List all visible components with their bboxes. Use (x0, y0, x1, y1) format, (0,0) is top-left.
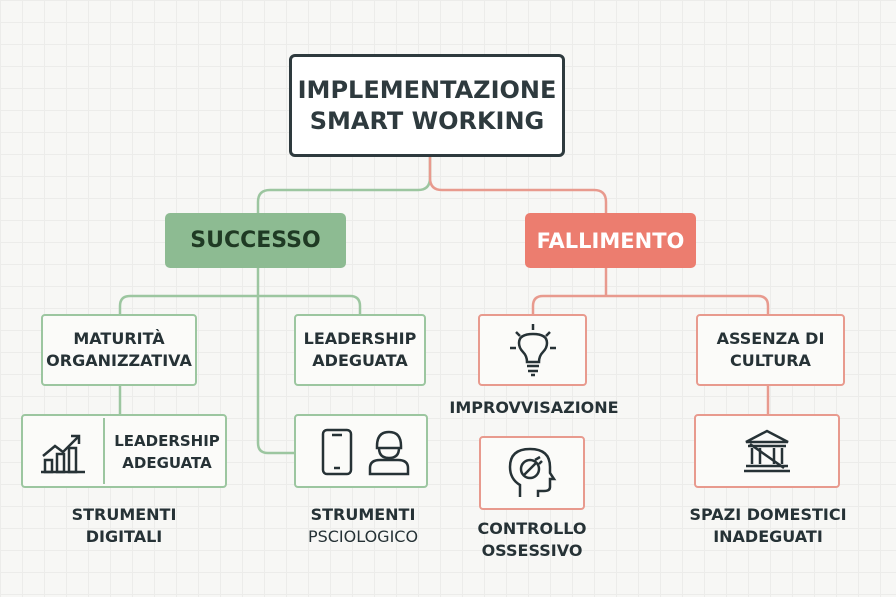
failure-title: FALLIMENTO (536, 228, 685, 253)
control-label-line1: CONTROLLO (477, 519, 587, 538)
failure-node: FALLIMENTO (525, 213, 696, 268)
culture-line2: CULTURA (730, 351, 811, 370)
psych-label-line1: STRUMENTI (310, 505, 416, 524)
improvisation-label: IMPROVVISAZIONE (449, 398, 619, 417)
control-label-line2: OSSESSIVO (481, 541, 583, 560)
connector-root-success (256, 157, 432, 213)
leadership-line2: ADEGUATA (312, 351, 408, 370)
culture-node: ASSENZA DI CULTURA (696, 314, 845, 386)
control-label: CONTROLLO OSSESSIVO (454, 518, 610, 562)
digital-tools-label-line2: DIGITALI (85, 527, 163, 546)
psych-label-line2: PSCIOLOGICO (307, 527, 419, 546)
connector-success-psych (256, 296, 294, 455)
connector-success-children (118, 294, 362, 314)
smartphone-icon (321, 428, 353, 476)
digital-tools-label: STRUMENTI DIGITALI (21, 504, 227, 548)
digital-tools-card: LEADERSHIP ADEGUATA (21, 414, 227, 488)
root-title-line2: SMART WORKING (309, 106, 545, 135)
spaces-label: SPAZI DOMESTICI INADEGUATI (680, 504, 856, 548)
improvisation-card (478, 314, 587, 386)
leadership-line1: LEADERSHIP (303, 329, 417, 348)
card-divider (103, 418, 105, 484)
connector-failure-children (531, 294, 770, 314)
psych-tools-label: STRUMENTI PSCIOLOGICO (280, 504, 446, 548)
growth-chart-icon (41, 434, 85, 474)
tools-card-line2: ADEGUATA (122, 454, 212, 472)
head-control-icon (508, 447, 557, 497)
lightbulb-icon (509, 324, 556, 377)
leadership-node: LEADERSHIP ADEGUATA (294, 314, 426, 386)
digital-tools-label-line1: STRUMENTI (71, 505, 177, 524)
maturity-line2: ORGANIZZATIVA (46, 351, 192, 370)
success-title: SUCCESSO (190, 228, 321, 253)
connector-root-failure (428, 157, 608, 213)
culture-line1: ASSENZA DI (716, 329, 825, 348)
tools-card-line1: LEADERSHIP (114, 432, 220, 450)
root-node: IMPLEMENTAZIONE SMART WORKING (289, 54, 565, 157)
user-icon (368, 430, 410, 476)
success-node: SUCCESSO (165, 213, 346, 268)
broken-building-icon (744, 429, 790, 473)
maturity-node: MATURITÀ ORGANIZZATIVA (41, 314, 197, 386)
spaces-card (694, 414, 840, 488)
psych-tools-card (294, 414, 428, 488)
spaces-label-line1: SPAZI DOMESTICI (689, 505, 847, 524)
control-card (479, 436, 585, 510)
root-title-line1: IMPLEMENTAZIONE (297, 75, 557, 104)
maturity-line1: MATURITÀ (73, 329, 165, 348)
spaces-label-line2: INADEGUATI (713, 527, 823, 546)
